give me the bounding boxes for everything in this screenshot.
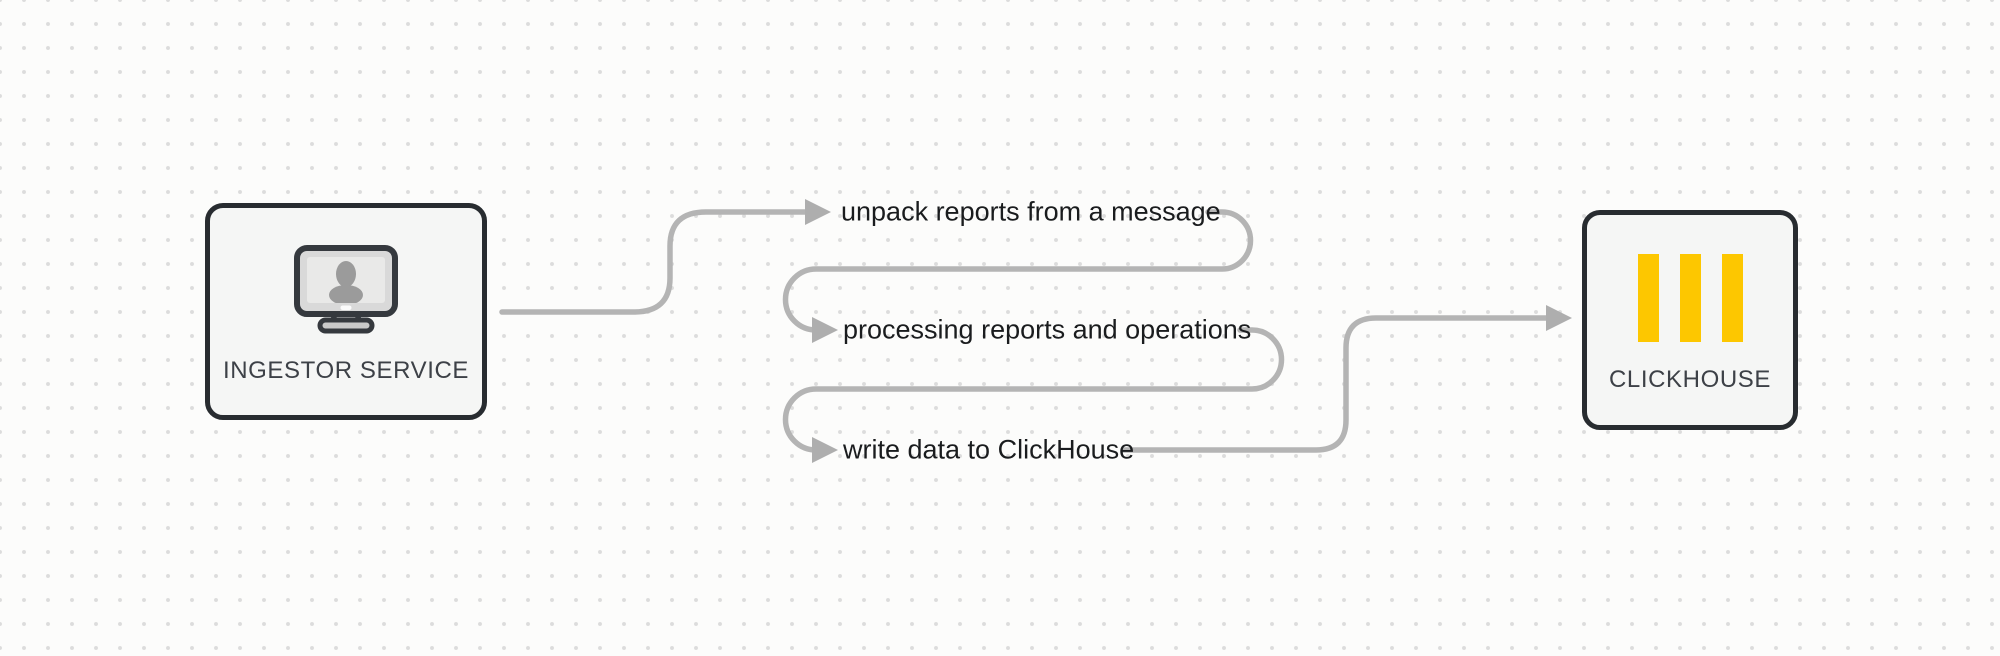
node-ingestor-service: INGESTOR SERVICE bbox=[205, 203, 487, 420]
arrowhead-step3-icon bbox=[812, 437, 838, 463]
clickhouse-logo-bar bbox=[1721, 254, 1743, 342]
arrowhead-step2-icon bbox=[812, 317, 838, 343]
arrowhead-clickhouse-icon bbox=[1546, 305, 1572, 331]
clickhouse-logo-bar bbox=[1679, 254, 1701, 342]
arrowhead-step1-icon bbox=[805, 199, 831, 225]
clickhouse-logo-bar bbox=[1637, 254, 1659, 342]
connector-ingestor-to-step1 bbox=[499, 209, 808, 315]
ingestor-service-label: INGESTOR SERVICE bbox=[222, 356, 470, 384]
connector-step2-to-step3 bbox=[782, 327, 1285, 453]
flow-step-label-processing: processing reports and operations bbox=[843, 314, 1252, 345]
clickhouse-label: CLICKHOUSE bbox=[1608, 366, 1772, 393]
node-clickhouse: CLICKHOUSE bbox=[1582, 210, 1798, 430]
monitor-user-icon bbox=[294, 244, 398, 333]
flow-step-label-unpack: unpack reports from a message bbox=[841, 196, 1221, 227]
clickhouse-logo-icon bbox=[1637, 254, 1743, 342]
connector-step1-to-step2 bbox=[782, 209, 1254, 333]
flow-step-label-write: write data to ClickHouse bbox=[843, 434, 1135, 465]
